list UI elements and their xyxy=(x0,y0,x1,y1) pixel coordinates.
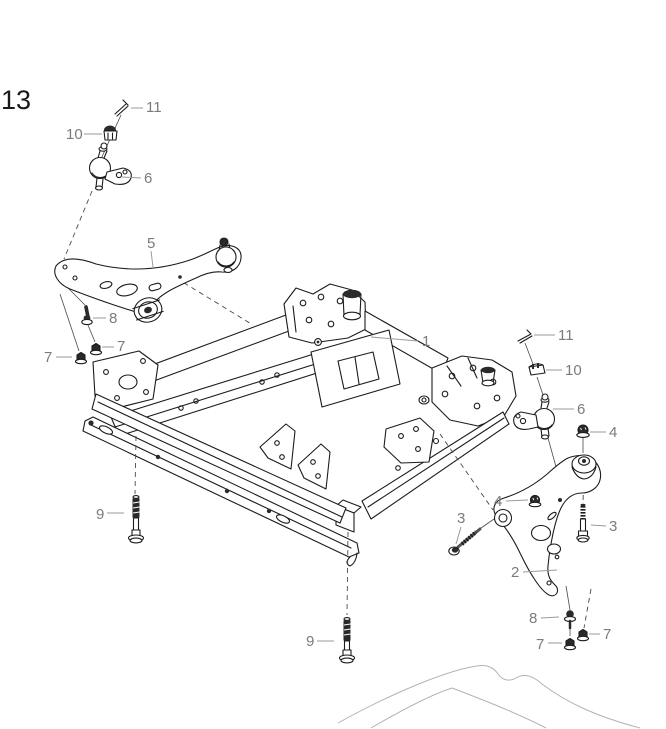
callout-4-left-label: 4 xyxy=(494,493,502,510)
callout-9-center-label: 9 xyxy=(306,633,314,650)
callout-3-right-label: 3 xyxy=(609,518,617,535)
callout-11-left-label: 11 xyxy=(146,99,162,116)
callout-7-right-lower-label: 7 xyxy=(536,636,544,653)
part-6-ball-joint-right xyxy=(513,393,556,440)
leader-line-1 xyxy=(370,336,419,342)
part-8-bolt-right xyxy=(563,610,577,630)
callout-10-right-label: 10 xyxy=(565,362,582,379)
part-9-bolt-left xyxy=(127,495,145,544)
subframe-center-plate xyxy=(310,329,401,408)
part-11-cotter-pin-right xyxy=(517,329,533,344)
part-7-nut-right-upper xyxy=(576,628,590,642)
callout-5-label: 5 xyxy=(147,235,155,252)
part-7-nut-left-lower xyxy=(74,351,88,365)
part-3-bolt-left xyxy=(448,527,482,556)
callout-8-left-label: 8 xyxy=(109,310,117,327)
leader-line-5 xyxy=(150,250,154,268)
leader-line-3-right xyxy=(590,524,607,527)
part-3-bolt-right xyxy=(576,503,590,543)
leader-line-3-left xyxy=(455,526,462,545)
arm5-bushing xyxy=(132,297,164,323)
part-2-lower-arm-right xyxy=(493,454,602,597)
arm2-front-bushing xyxy=(493,508,513,528)
vehicle-body-outline xyxy=(337,665,641,729)
callout-1-label: 1 xyxy=(422,333,430,350)
arm5-ball-stud xyxy=(215,237,237,274)
callout-7-left-lower-label: 7 xyxy=(44,349,52,366)
callout-11-right-label: 11 xyxy=(558,327,574,344)
part-4-nut-right xyxy=(576,424,590,438)
part-1-subframe xyxy=(82,283,517,567)
part-9-bolt-center xyxy=(338,617,356,664)
part-11-cotter-pin-left xyxy=(114,99,129,117)
leader-line-2 xyxy=(522,569,558,573)
callout-6-right-label: 6 xyxy=(577,401,585,418)
leader-line-6-left xyxy=(121,176,142,179)
callout-10-left-label: 10 xyxy=(66,126,83,143)
figure-ref: 13 xyxy=(1,85,31,115)
callout-7-left-upper-label: 7 xyxy=(117,338,125,355)
callout-6-left-label: 6 xyxy=(144,170,152,187)
part-7-nut-right-lower xyxy=(563,637,577,651)
leader-line-8-right xyxy=(540,616,560,619)
part-8-bolt-left xyxy=(81,305,93,326)
bushing-right-arm xyxy=(571,454,597,480)
part-6-ball-joint-left xyxy=(88,142,132,191)
callout-7-right-upper-label: 7 xyxy=(603,626,611,643)
callout-9-left-label: 9 xyxy=(96,506,104,523)
leader-line-4-left xyxy=(505,499,529,502)
part-10-castle-nut-right xyxy=(528,363,546,376)
part-4-nut-left xyxy=(528,494,542,508)
callout-4-right-label: 4 xyxy=(609,424,617,441)
callout-2-label: 2 xyxy=(511,564,519,581)
callouts: 11 10 6 5 8 7 7 1 9 9 11 10 6 4 4 3 3 xyxy=(44,99,617,653)
part-10-castle-nut-left xyxy=(103,125,118,141)
callout-8-right-label: 8 xyxy=(529,610,537,627)
callout-3-left-label: 3 xyxy=(457,510,465,527)
part-7-nut-left-upper xyxy=(89,342,103,356)
part-5-lower-arm-left xyxy=(54,237,242,323)
